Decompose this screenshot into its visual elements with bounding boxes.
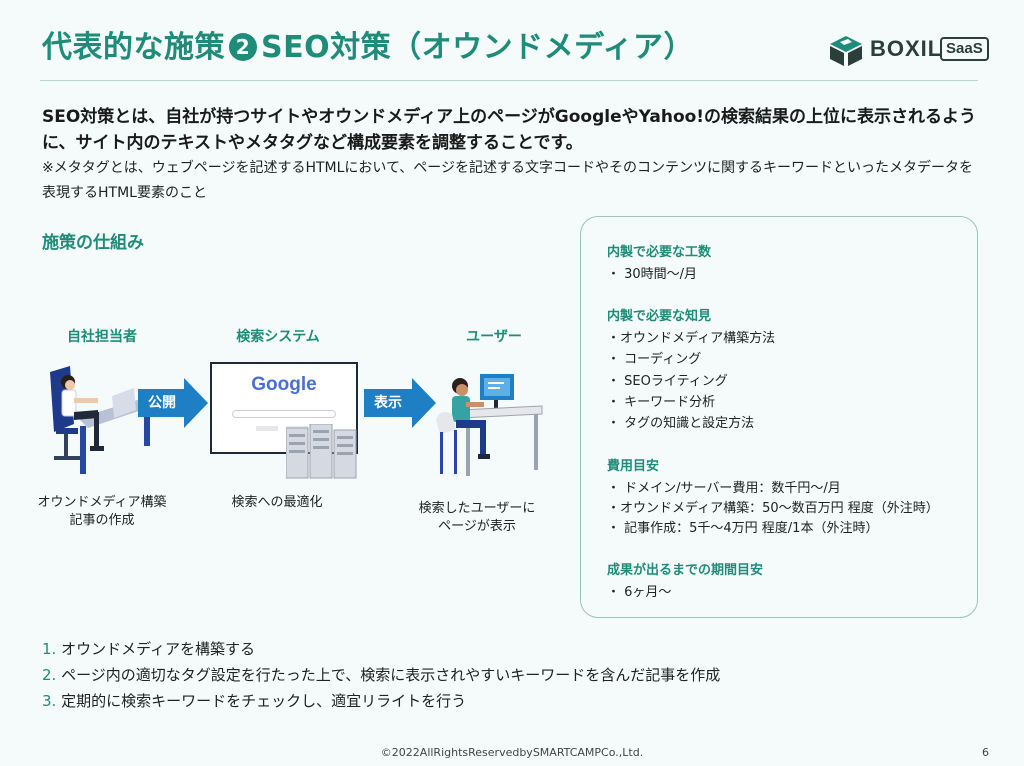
user-caption: 検索したユーザーに ページが表示 bbox=[402, 500, 552, 536]
publish-arrow: 公開 bbox=[138, 378, 208, 428]
section-item: ・ キーワード分析 bbox=[607, 395, 716, 410]
section-title-timeline: 成果が出るまでの期間目安 bbox=[607, 563, 764, 578]
search-bar-illustration bbox=[232, 410, 336, 418]
page-number: 6 bbox=[982, 746, 989, 759]
step-item: 3. 定期的に検索キーワードをチェックし、適宜リライトを行う bbox=[42, 688, 720, 714]
section-item: ・ 6ヶ月〜 bbox=[607, 585, 672, 600]
step-text: オウンドメディアを構築する bbox=[61, 640, 256, 658]
column-label-staff: 自社担当者 bbox=[67, 329, 137, 345]
section-item: ・ ドメイン/サーバー費用：数千円〜/月 bbox=[607, 481, 841, 496]
staff-at-desk-illustration bbox=[50, 366, 154, 474]
column-label-search-system: 検索システム bbox=[236, 329, 320, 345]
publish-arrow-label: 公開 bbox=[148, 395, 176, 411]
step-item: 1. オウンドメディアを構築する bbox=[42, 636, 720, 662]
logo-saas-badge: SaaS bbox=[940, 37, 989, 61]
section-item: ・ タグの知識と設定方法 bbox=[607, 416, 755, 431]
server-rack-icon bbox=[286, 424, 357, 479]
info-panel: 内製で必要な工数 ・ 30時間〜/月 内製で必要な知見 ・オウンドメディア構築方… bbox=[580, 216, 978, 618]
step-text: ページ内の適切なタグ設定を行たった上で、検索に表示されやすいキーワードを含んだ記… bbox=[61, 666, 721, 684]
search-caption: 検索への最適化 bbox=[212, 494, 342, 512]
arrow-right-icon bbox=[138, 378, 208, 428]
section-item: ・ SEOライティング bbox=[607, 374, 728, 389]
section-item: ・オウンドメディア構築方法 bbox=[607, 331, 776, 346]
user-caption-line-1: 検索したユーザーに bbox=[418, 501, 536, 516]
step-number: 1. bbox=[42, 640, 57, 658]
section-title-workload: 内製で必要な工数 bbox=[607, 245, 712, 260]
logo-text: BOXIL bbox=[870, 36, 943, 61]
step-text: 定期的に検索キーワードをチェックし、適宜リライトを行う bbox=[61, 692, 467, 710]
meta-tag-note: ※メタタグとは、ウェブページを記述するHTMLにおいて、ページを記述する文字コー… bbox=[42, 160, 974, 201]
title-suffix: SEO対策（オウンドメディア） bbox=[261, 30, 695, 65]
staff-caption-line-1: オウンドメディア構築 bbox=[37, 495, 167, 510]
search-caption-line-1: 検索への最適化 bbox=[231, 495, 323, 510]
section-title-cost: 費用目安 bbox=[607, 459, 660, 474]
step-item: 2. ページ内の適切なタグ設定を行たった上で、検索に表示されやすいキーワードを含… bbox=[42, 662, 720, 688]
section-item: ・ コーディング bbox=[607, 352, 702, 367]
steps-list: 1. オウンドメディアを構築する 2. ページ内の適切なタグ設定を行たった上で、… bbox=[42, 636, 720, 714]
search-button-illustration bbox=[256, 426, 278, 431]
boxil-cube-icon bbox=[830, 36, 862, 66]
section-item: ・ 30時間〜/月 bbox=[607, 267, 698, 282]
title-prefix: 代表的な施策 bbox=[42, 30, 225, 65]
copyright-footer: ©2022AllRightsReservedbySMARTCAMPCo.,Ltd… bbox=[380, 746, 644, 759]
title-divider bbox=[40, 80, 978, 81]
step-number: 3. bbox=[42, 692, 57, 710]
section-title-knowledge: 内製で必要な知見 bbox=[607, 309, 712, 324]
display-arrow: 表示 bbox=[364, 378, 436, 428]
user-at-computer-illustration bbox=[436, 374, 543, 476]
user-caption-line-2: ページが表示 bbox=[438, 519, 516, 534]
google-logo: Google bbox=[251, 374, 317, 395]
section-item: ・オウンドメディア構築：50〜数百万円 程度（外注時） bbox=[607, 501, 939, 516]
title-number-badge: 2 bbox=[229, 33, 257, 61]
arrow-right-icon bbox=[364, 378, 436, 428]
staff-caption-line-2: 記事の作成 bbox=[69, 513, 135, 528]
browser-window-illustration: Google bbox=[210, 362, 358, 454]
section-item: ・ 記事作成：5千〜4万円 程度/1本（外注時） bbox=[607, 521, 879, 536]
display-arrow-label: 表示 bbox=[374, 395, 402, 411]
boxil-logo: BOXIL SaaS bbox=[826, 34, 989, 68]
column-label-user: ユーザー bbox=[466, 329, 522, 345]
step-number: 2. bbox=[42, 666, 57, 684]
mechanism-title: 施策の仕組み bbox=[42, 233, 144, 253]
staff-caption: オウンドメディア構築 記事の作成 bbox=[18, 494, 186, 530]
intro-text: SEO対策とは、自社が持つサイトやオウンドメディア上のページがGoogleやYa… bbox=[42, 107, 977, 153]
